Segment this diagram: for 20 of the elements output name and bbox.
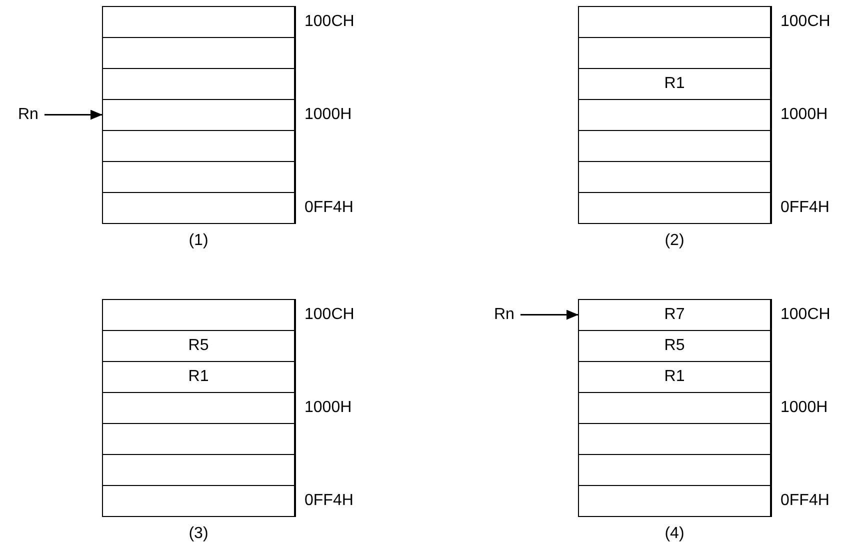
address-label: 1000H xyxy=(780,104,828,124)
figure-caption: (1) xyxy=(188,232,210,250)
address-label: 100CH xyxy=(780,12,830,32)
address-label: 1000H xyxy=(304,104,352,124)
figure-caption: (2) xyxy=(664,232,686,250)
address-label: 0FF4H xyxy=(304,198,354,218)
address-label: 100CH xyxy=(780,304,830,324)
pointer-arrow xyxy=(520,310,578,320)
address-label: 1000H xyxy=(304,398,352,418)
address-label: 100CH xyxy=(304,12,354,32)
address-label: 0FF4H xyxy=(304,490,354,510)
pointer-label: Rn xyxy=(18,104,38,125)
address-label: 100CH xyxy=(304,304,354,324)
figure-caption: (3) xyxy=(188,525,210,542)
address-label: 0FF4H xyxy=(780,490,830,510)
pointer-arrow xyxy=(44,110,102,120)
address-label: 0FF4H xyxy=(780,198,830,218)
pointer-label: Rn xyxy=(494,304,514,325)
figure-caption: (4) xyxy=(664,525,686,542)
address-label: 1000H xyxy=(780,398,828,418)
